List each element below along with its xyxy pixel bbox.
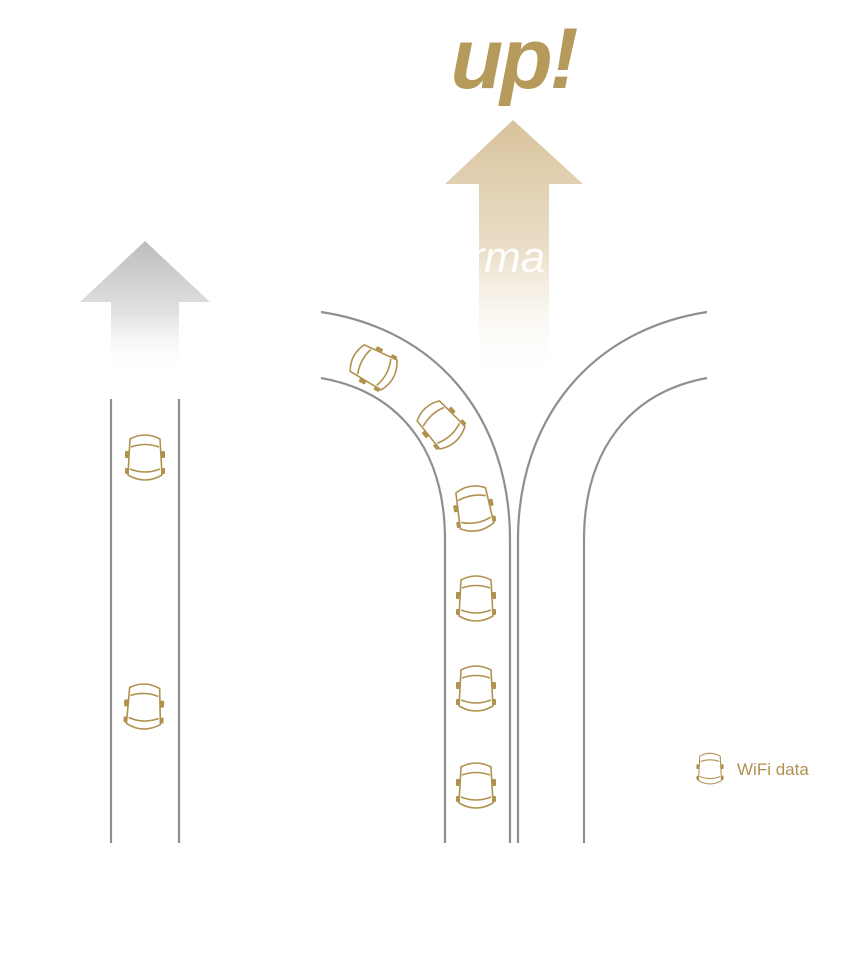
- straight-road: [109, 399, 181, 843]
- gray-up-arrow-icon: [80, 241, 210, 372]
- gold-up-arrow-icon: [445, 120, 583, 380]
- left-branch-outer-edge: [320, 376, 447, 843]
- legend: WiFi data: [695, 752, 809, 785]
- car-icon: [409, 393, 472, 456]
- car-icon: [122, 682, 166, 731]
- car-icon: [455, 762, 497, 809]
- car-icon: [124, 434, 166, 481]
- legend-car-icon: [695, 752, 725, 785]
- right-branch-inner-edge: [516, 310, 708, 843]
- arrow-caption-fragment: orma: [445, 233, 545, 282]
- left-branch-inner-edge: [320, 310, 512, 843]
- car-icon: [449, 482, 499, 535]
- car-icon: [455, 575, 497, 622]
- right-branch-outer-edge: [582, 376, 708, 843]
- car-icon: [455, 665, 497, 712]
- branching-road: [320, 310, 708, 843]
- legend-label: WiFi data: [737, 760, 809, 779]
- headline-text: up!: [451, 11, 578, 107]
